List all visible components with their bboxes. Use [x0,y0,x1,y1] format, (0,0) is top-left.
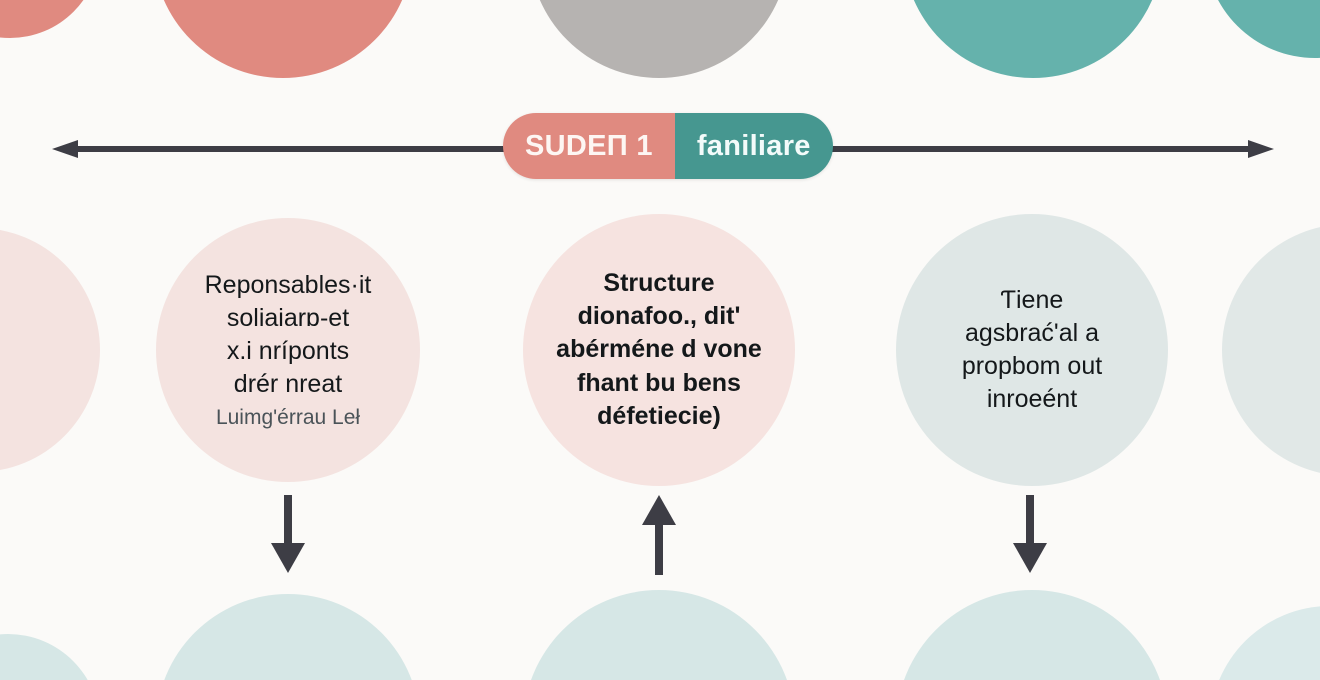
arrow-left-head-icon [52,140,78,158]
connector-arrow-center [642,495,676,575]
middle-circle-2: Reponsables·it soliaiarɒ-et x.i nríponts… [156,218,420,482]
bottom-circle-4-label: Re mierńligle enț iiïrsenidu'ase ess [896,590,1168,680]
middle-circle-3: Structure dionafoo., dit' abérméne d von… [523,214,795,486]
bottom-circle-5: 'Ƥ s [1210,606,1320,680]
top-circle-2 [153,0,413,78]
center-pill-label[interactable]: SUDEΠ 1 faniliare [503,113,833,179]
middle-circle-5: c ev [1222,224,1320,476]
connector-left-stem [284,495,292,547]
bottom-circle-5-label: 'Ƥ s [1210,606,1320,680]
bottom-circle-1-label: 'Ụg-ll anoried a [0,634,100,680]
middle-circle-4-label: Ƭiene agsbrać'al a propbom out inroeént [961,285,1103,414]
connector-right-stem [1026,495,1034,547]
middle-circle-2-label: Reponsables·it soliaiarɒ-et x.i nríponts… [156,235,420,464]
bottom-circle-4: Re mierńligle enț iiïrsenidu'ase ess [896,590,1168,680]
bottom-circle-3: Proecis'en abailare soude tora toursite … [523,590,795,680]
middle-circle-4: Ƭiene agsbrać'al a propbom out inroeént [896,214,1168,486]
connector-arrow-left [271,495,305,575]
arrow-up-head-icon [642,495,676,525]
connector-center-stem [655,523,663,575]
connector-arrow-right [1013,495,1047,575]
middle-circle-1: ls o [0,228,100,472]
middle-circle-2-subtext: Luimg'érrau Leł [215,405,361,429]
middle-circle-5-label: c ev [1222,317,1320,384]
bottom-circle-2-label: 'Ụg-ll anoried a [156,594,420,680]
middle-circle-3-label: Structure dionafoo., dit' abérméne d von… [556,268,762,430]
top-circle-5 [1205,0,1320,58]
middle-circle-1-label: ls o [0,300,100,400]
arrow-down-head-icon [1013,543,1047,573]
middle-circle-2-main: Reponsables·it soliaiarɒ-et x.i nríponts… [204,270,372,399]
bottom-circle-3-label: Proecis'en abailare soude tora toursite … [523,590,795,680]
arrow-down-head-icon [271,543,305,573]
pill-segment-right: faniliare [674,113,833,179]
pill-segment-left: SUDEΠ 1 [503,113,675,179]
top-circle-3 [529,0,789,78]
bottom-circle-2: 'Ụg-ll anoried a [156,594,420,680]
arrow-right-head-icon [1248,140,1274,158]
top-circle-1 [0,0,100,38]
top-circle-4: el'.Cl. [903,0,1163,78]
bottom-circle-1: 'Ụg-ll anoried a [0,634,100,680]
